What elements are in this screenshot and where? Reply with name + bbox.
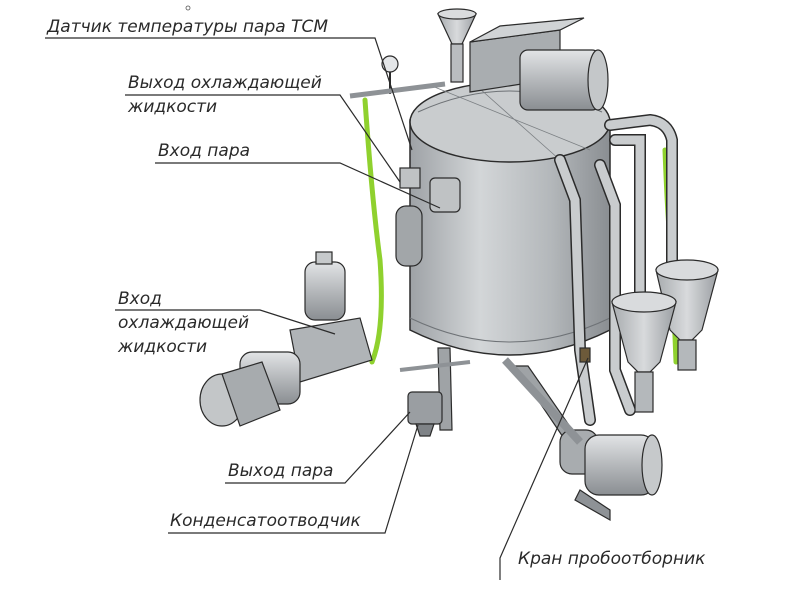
side-piping	[554, 113, 678, 426]
steam-inlet-valves	[395, 167, 461, 267]
left-hopper	[611, 291, 677, 413]
leader-sample-valve	[499, 357, 589, 580]
condensate-trap-unit	[399, 360, 471, 437]
label-steam-in: Вход пара	[158, 141, 251, 161]
leader-temp-sensor	[45, 37, 413, 151]
label-coolant-out-line1: Выход охлаждающей	[128, 73, 322, 93]
leader-condensate	[168, 424, 419, 534]
label-coolant-in-line2: охлаждающей	[118, 313, 250, 333]
label-temp-sensor: Датчик температуры пара ТСМ	[47, 17, 328, 37]
stirrer-drive	[469, 17, 609, 111]
leader-coolant-in	[115, 309, 336, 335]
leader-lines	[45, 37, 589, 580]
bottom-pump	[559, 429, 663, 522]
label-coolant-out-line2: жидкости	[128, 97, 218, 117]
leader-coolant-out	[125, 94, 401, 183]
pressure-gauge	[349, 55, 446, 99]
label-coolant-in-line3: жидкости	[118, 337, 208, 357]
label-sample-valve: Кран пробоотборник	[518, 549, 706, 569]
feed-funnel	[437, 8, 477, 83]
label-condensate-trap: Конденсатоотводчик	[170, 511, 361, 531]
sample-valve-part	[502, 347, 591, 445]
leader-steam-in	[155, 162, 441, 209]
left-pump	[199, 251, 373, 427]
label-steam-out: Выход пара	[228, 461, 334, 481]
label-coolant-in-line1: Вход	[118, 289, 162, 309]
dot-marker	[185, 5, 191, 11]
right-hopper	[655, 259, 719, 371]
leader-steam-out	[225, 411, 411, 484]
